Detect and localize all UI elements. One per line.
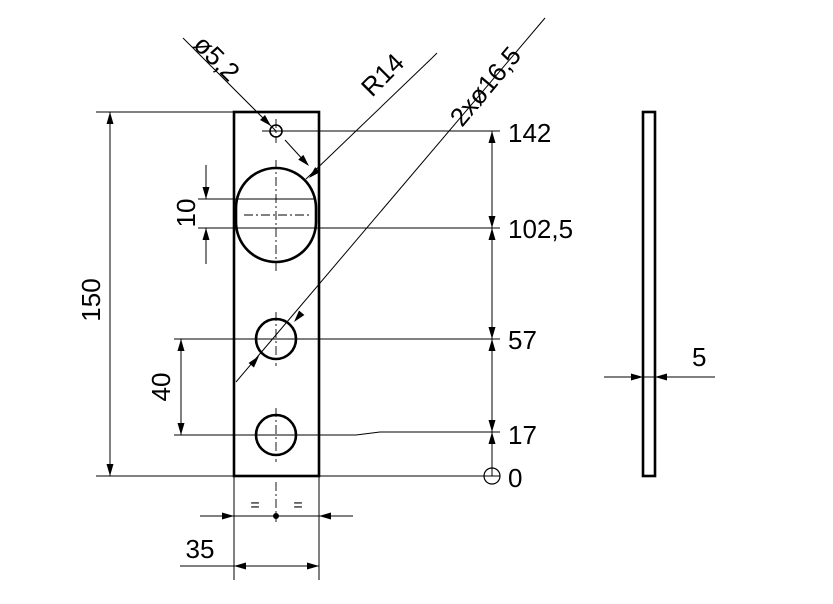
leader-slot-radius-shelf (431, 52, 438, 59)
dim-total-height: 150 (76, 278, 106, 321)
side-view-outline (641, 110, 657, 478)
ordinate-0: 0 (508, 463, 522, 493)
equal-mark-right: = (293, 497, 302, 514)
dim-hole-spacing: 40 (146, 373, 176, 402)
dim-thickness: 5 (692, 342, 706, 372)
equal-mark-left: = (250, 497, 259, 514)
ordinate-142: 142 (508, 118, 551, 148)
leader-slot-radius (305, 57, 433, 180)
plate-outline (232, 110, 321, 478)
ext-line-17 (174, 431, 500, 436)
ordinate-57: 57 (508, 325, 537, 355)
ordinate-102-5: 102,5 (508, 214, 573, 244)
dim-slot-width: 10 (171, 199, 201, 228)
label-slot-radius: R14 (355, 47, 410, 102)
ordinate-17: 17 (508, 420, 537, 450)
dim-width: 35 (186, 534, 215, 564)
label-small-hole-dia: ø5,2 (188, 29, 246, 87)
center-dot (273, 513, 279, 519)
ordinate-origin-mark (483, 467, 501, 485)
leader-small-hole (182, 37, 277, 132)
leader-large-holes (235, 17, 546, 383)
